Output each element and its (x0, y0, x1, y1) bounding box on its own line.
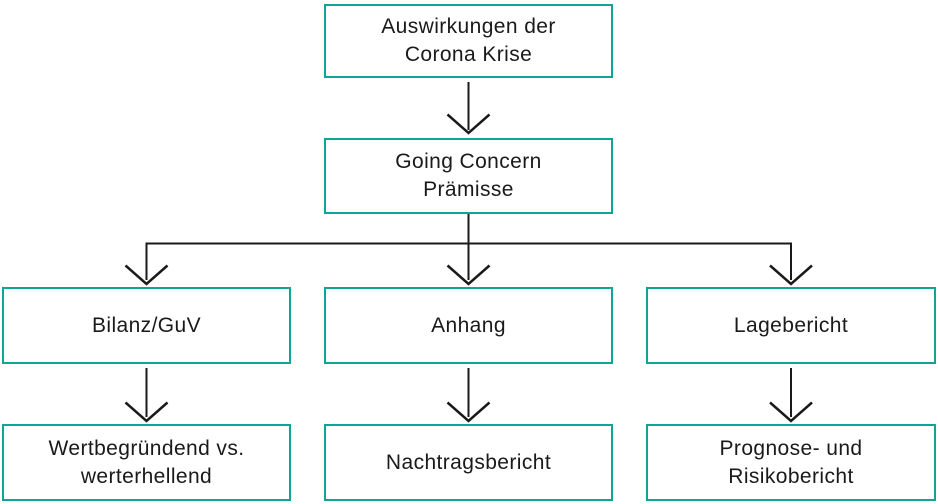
node-label: Auswirkungen der Corona Krise (381, 15, 556, 66)
arrow-to-bilanz-guv (124, 264, 169, 286)
node-bilanz-guv: Bilanz/GuV (2, 287, 291, 364)
node-label: Anhang (431, 313, 506, 337)
arrow-root-to-going-concern (446, 82, 491, 135)
node-label: Bilanz/GuV (91, 313, 202, 337)
branch-going-concern (124, 214, 813, 286)
arrow-lagebericht-to-prognose-risikobericht (769, 368, 813, 423)
node-wertbegruendend-vs-werterhellend: Wertbegründend vs. werterhellend (2, 424, 291, 501)
node-nachtragsbericht: Nachtragsbericht (324, 424, 613, 501)
arrow-to-lagebericht (769, 264, 813, 286)
node-label: Nachtragsbericht (385, 450, 552, 474)
arrow-bilanz-to-wertbegruendend (124, 368, 169, 423)
node-label: Prognose- und Risikobericht (719, 436, 863, 488)
node-lagebericht: Lagebericht (646, 287, 936, 364)
node-label: Wertbegründend vs. werterhellend (48, 436, 245, 488)
node-going-concern-praemisse: Going Concern Prämisse (324, 138, 613, 214)
node-label: Lagebericht (733, 313, 849, 337)
arrow-to-anhang (446, 264, 491, 286)
node-auswirkungen-corona-krise: Auswirkungen der Corona Krise (324, 4, 613, 78)
node-prognose-und-risikobericht: Prognose- und Risikobericht (646, 424, 936, 501)
node-label: Going Concern Prämisse (395, 150, 542, 201)
arrow-anhang-to-nachtragsbericht (446, 368, 491, 423)
node-anhang: Anhang (324, 287, 613, 364)
